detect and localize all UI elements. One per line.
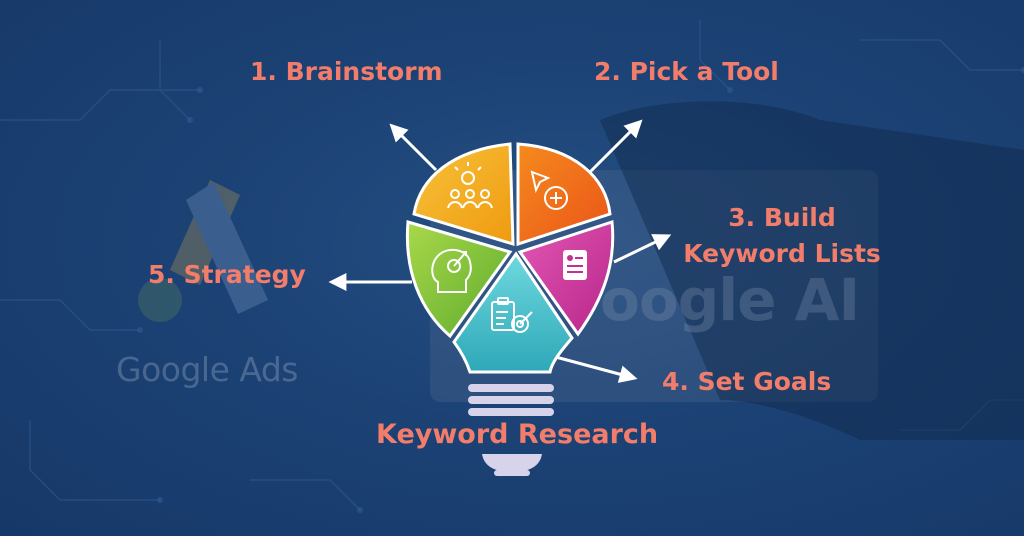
people-idea-icon [447,162,493,209]
step-label-build-lists: 3. Build Keyword Lists [676,200,888,272]
google-ads-logo-ghost [138,180,268,322]
step-label-build-lists-line1: 3. Build [728,203,836,232]
head-target-icon [431,248,472,293]
clipboard-target-icon [491,297,533,333]
segment-pick-tool [516,142,612,247]
segment-set-goals [452,251,574,374]
step-label-build-lists-line2: Keyword Lists [683,239,881,268]
step-label-brainstorm: 1. Brainstorm [250,57,443,86]
step-label-strategy: 5. Strategy [148,260,306,289]
google-ai-ghost-text: oogle AI [600,266,860,334]
bulb-base [468,384,554,476]
arrow-set-goals [551,354,638,383]
segment-build-lists [517,219,615,337]
segment-brainstorm [412,142,515,247]
step-label-set-goals: 4. Set Goals [662,367,832,396]
arrow-build-lists [613,234,672,264]
arrow-pick-tool [588,119,643,174]
cursor-plus-icon [530,170,568,210]
diagram-title: Keyword Research [376,419,659,450]
segment-strategy [405,220,513,339]
hand-silhouette [600,101,1024,440]
document-key-icon [563,250,587,280]
arrow-brainstorm [389,123,438,172]
google-ads-ghost-text: Google Ads [116,350,299,389]
step-label-pick-tool: 2. Pick a Tool [594,57,779,86]
